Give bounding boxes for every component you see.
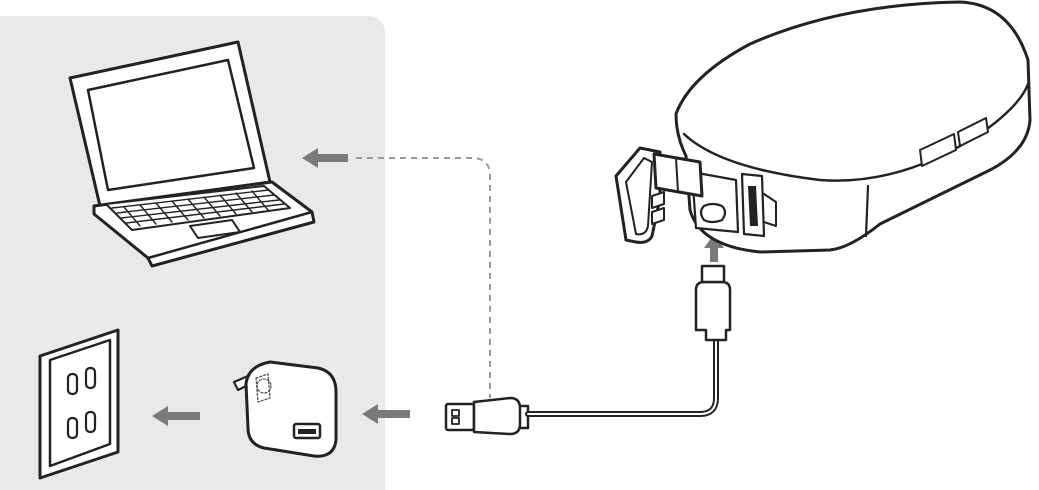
usb-a-plug-icon	[444, 396, 530, 436]
usb-c-plug-icon	[694, 264, 732, 342]
usb-ac-adapter-icon	[232, 360, 338, 458]
device-body-icon	[674, 0, 1032, 254]
laptop-icon	[68, 40, 316, 268]
arrow-left-icon	[152, 406, 200, 426]
port-cover-icon	[614, 146, 704, 244]
usb-cable	[525, 335, 719, 417]
arrow-left-icon	[362, 404, 410, 424]
arrow-left-icon	[302, 148, 348, 168]
dashed-connection-line	[356, 157, 491, 398]
wall-outlet-icon	[38, 328, 120, 480]
